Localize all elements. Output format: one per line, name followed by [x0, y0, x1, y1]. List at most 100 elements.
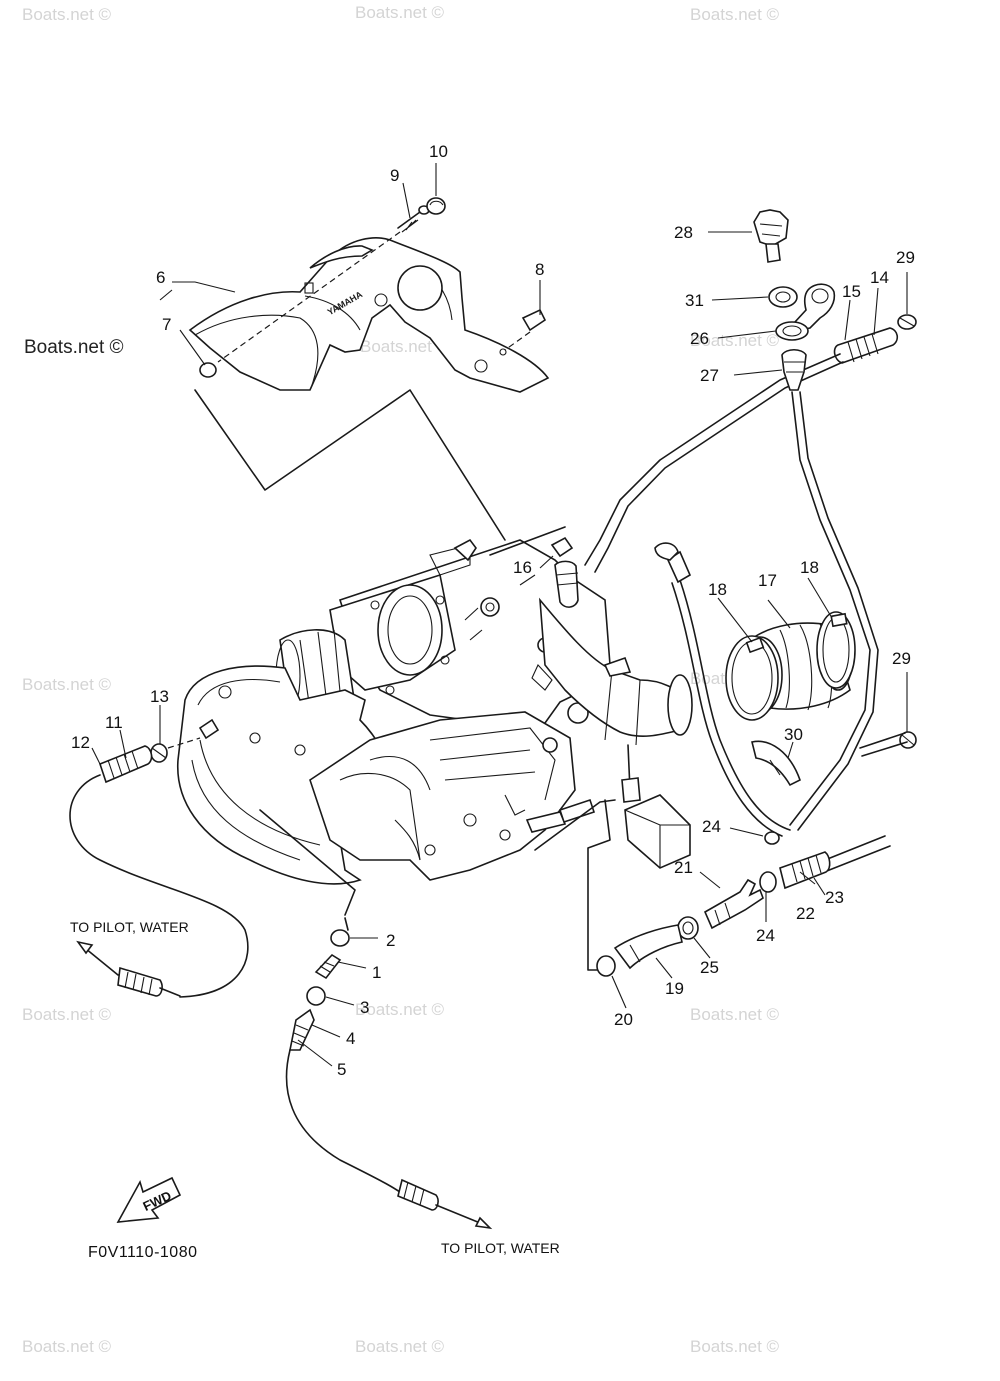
gasket-26	[775, 321, 809, 341]
clamp-29-lower	[899, 731, 917, 749]
leader-frame	[194, 389, 506, 541]
callout-2: 2	[386, 931, 395, 950]
leader-frame	[344, 917, 349, 931]
clamp-3	[306, 986, 326, 1006]
grommet-7	[199, 362, 217, 378]
watermark-text: Boats.net ©	[355, 1337, 445, 1356]
hose-19	[613, 924, 683, 970]
plate-30	[751, 740, 801, 787]
watermark-text: Boats.net ©	[690, 1337, 780, 1356]
hose-16	[550, 536, 579, 608]
callout-13: 13	[150, 687, 169, 706]
callout-14: 14	[870, 268, 889, 287]
callout-30: 30	[784, 725, 803, 744]
leader-frame	[587, 799, 611, 971]
callout-29-lower: 29	[892, 649, 911, 668]
resonator-box	[621, 744, 691, 869]
exhaust-cover: YAMAHA	[188, 237, 550, 393]
clamp-18-right	[816, 611, 856, 689]
callout-18-right: 18	[800, 558, 819, 577]
watermark-text: Boats.net ©	[360, 337, 450, 356]
callout-24-upper: 24	[702, 817, 721, 836]
hose-loop	[654, 542, 791, 837]
callout-24-lower: 24	[756, 926, 775, 945]
callout-5: 5	[337, 1060, 346, 1079]
pilot-water-line-bottom	[285, 1049, 411, 1201]
callout-17: 17	[758, 571, 777, 590]
callout-19: 19	[665, 979, 684, 998]
leader-frame	[259, 809, 356, 916]
callout-29-upper: 29	[896, 248, 915, 267]
callout-28: 28	[674, 223, 693, 242]
clamp-20	[596, 955, 616, 977]
hose-end-left	[117, 966, 181, 997]
pilot-water-line-left	[69, 774, 249, 998]
hose-14	[833, 327, 899, 364]
hose-end-bottom	[397, 1178, 439, 1211]
callout-3: 3	[360, 998, 369, 1017]
cap-10	[426, 197, 446, 215]
drain-hose	[789, 391, 879, 831]
assembly-axis	[167, 737, 201, 749]
arrowhead-left	[76, 940, 94, 955]
bolt-9	[397, 205, 430, 233]
fitting-27	[781, 348, 807, 391]
callout-27: 27	[700, 366, 719, 385]
callout-23: 23	[825, 888, 844, 907]
clamp-29-upper	[897, 314, 917, 330]
callout-10: 10	[429, 142, 448, 161]
figure-code: F0V1110-1080	[88, 1244, 197, 1261]
hose-4	[289, 1008, 315, 1051]
arrowhead-bottom	[474, 1216, 493, 1230]
clamp-18-left	[725, 635, 779, 721]
callout-21: 21	[674, 858, 693, 877]
watermark-text: Boats.net ©	[22, 5, 112, 24]
hose-11	[99, 745, 153, 784]
to-pilot-label-left: TO PILOT, WATER	[70, 919, 189, 935]
watermark-text: Boats.net ©	[355, 3, 445, 22]
tube-15	[584, 353, 844, 573]
watermark-text: Boats.net ©	[22, 1337, 112, 1356]
watermark-text: Boats.net ©	[690, 5, 780, 24]
watermark-text: Boats.net ©	[22, 1005, 112, 1024]
exhaust-outlet	[539, 597, 693, 746]
callout-11: 11	[105, 713, 123, 732]
leader-frame	[489, 526, 566, 556]
callout-4: 4	[346, 1029, 355, 1048]
clamp-24-lower	[759, 871, 777, 893]
to-pilot-label-bottom: TO PILOT, WATER	[441, 1240, 560, 1256]
callout-8: 8	[535, 260, 544, 279]
callout-16: 16	[513, 558, 532, 577]
y-joint-21	[703, 878, 764, 930]
callout-6: 6	[156, 268, 165, 287]
clamp-13	[150, 743, 168, 763]
watermark-text: Boats.net ©	[355, 1000, 445, 1019]
callout-22: 22	[796, 904, 815, 923]
watermark-text: Boats.net ©	[22, 675, 112, 694]
nut-31	[768, 286, 798, 308]
assembly-axis	[217, 231, 401, 363]
callout-25: 25	[700, 958, 719, 977]
callout-9: 9	[390, 166, 399, 185]
cap-28	[753, 209, 789, 263]
callout-31: 31	[685, 291, 704, 310]
callout-18-left: 18	[708, 580, 727, 599]
clamp-24-upper	[764, 831, 780, 845]
watermark-text: Boats.net ©	[690, 331, 780, 350]
clamp-2	[330, 929, 350, 947]
fitting-1	[314, 953, 342, 980]
callout-numbers: 1 2 3 4 5 6 7 8 9 10 11 12 13 14 15 16 1…	[71, 142, 915, 1079]
callout-26: 26	[690, 329, 709, 348]
water-box	[309, 711, 596, 881]
callout-7: 7	[162, 315, 171, 334]
exhaust-manifold	[329, 538, 611, 731]
watermark-text-dark: Boats.net ©	[24, 337, 124, 358]
callout-20: 20	[614, 1010, 633, 1029]
watermark-text: Boats.net ©	[690, 1005, 780, 1024]
fwd-direction-icon: FWD	[116, 1176, 182, 1223]
callout-15: 15	[842, 282, 861, 301]
leader-frame	[534, 799, 616, 851]
arrow-bottom	[435, 1204, 486, 1226]
